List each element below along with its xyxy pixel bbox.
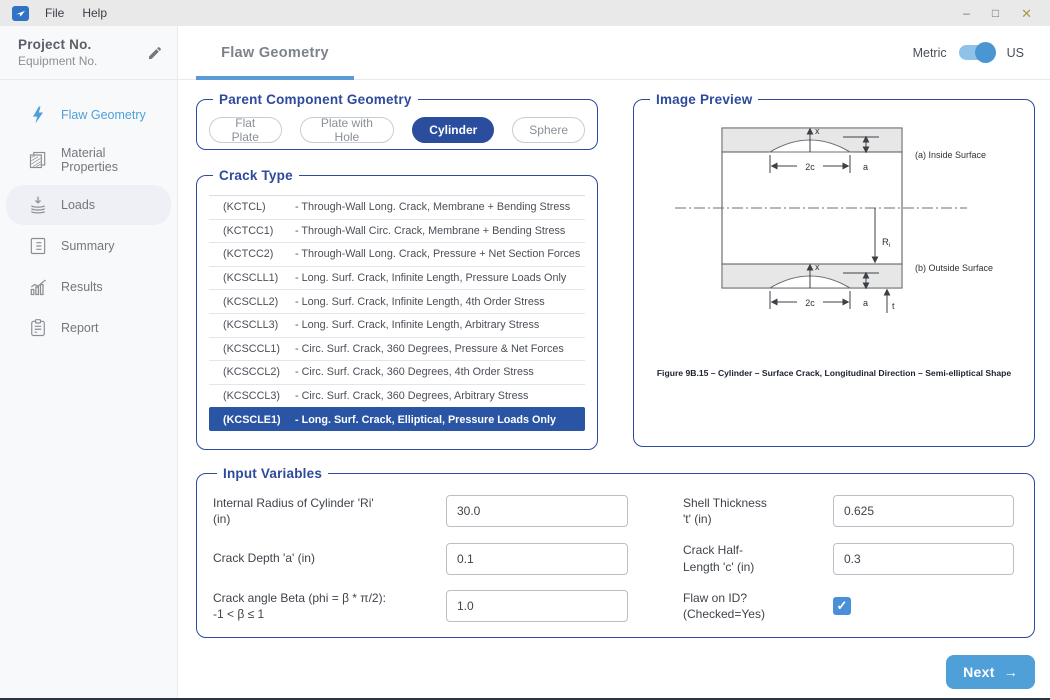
- flaw-on-id-checkbox[interactable]: ✓: [833, 597, 851, 615]
- titlebar: File Help – □ ✕: [0, 0, 1050, 26]
- geometry-option-sphere[interactable]: Sphere: [512, 117, 585, 143]
- section-legend: Image Preview: [650, 92, 758, 107]
- app-logo-icon: [12, 6, 29, 21]
- menu-file[interactable]: File: [43, 4, 66, 22]
- report-clipboard-icon: [28, 318, 48, 338]
- sidebar-item-label: Results: [61, 280, 103, 294]
- svg-text:2c: 2c: [805, 298, 815, 308]
- svg-text:(a) Inside Surface: (a) Inside Surface: [915, 150, 986, 160]
- internal-radius-input[interactable]: [446, 495, 628, 527]
- section-legend: Parent Component Geometry: [213, 92, 418, 107]
- us-label: US: [1007, 46, 1024, 60]
- parent-component-geometry-section: Parent Component Geometry Flat Plate Pla…: [196, 92, 598, 150]
- geometry-option-flat-plate[interactable]: Flat Plate: [209, 117, 282, 143]
- maximize-button[interactable]: □: [992, 7, 999, 19]
- main-header: Flaw Geometry Metric US: [178, 26, 1050, 80]
- sidebar-item-label: Material Properties: [61, 146, 161, 174]
- crack-half-length-label: Crack Half-Length 'c' (in): [683, 542, 778, 574]
- sidebar-item-label: Report: [61, 321, 99, 335]
- sidebar-item-label: Summary: [61, 239, 114, 253]
- project-block: Project No. Equipment No.: [0, 26, 177, 80]
- image-preview-section: Image Preview: [633, 92, 1035, 447]
- arrow-right-icon: →: [1004, 664, 1018, 680]
- crack-type-section: Crack Type (KCTCL)- Through-Wall Long. C…: [196, 168, 598, 450]
- crack-depth-input[interactable]: [446, 543, 628, 575]
- crack-type-row[interactable]: (KCSCLL3)- Long. Surf. Crack, Infinite L…: [209, 313, 585, 337]
- close-button[interactable]: ✕: [1021, 7, 1032, 20]
- svg-text:a: a: [863, 298, 868, 308]
- menu-help[interactable]: Help: [80, 4, 109, 22]
- svg-text:t: t: [892, 301, 895, 311]
- sidebar-nav: Flaw Geometry Material Properties Loads: [0, 80, 177, 349]
- crack-type-row[interactable]: (KCSCLL2)- Long. Surf. Crack, Infinite L…: [209, 289, 585, 313]
- geometry-option-cylinder[interactable]: Cylinder: [412, 117, 494, 143]
- results-chart-icon: [28, 277, 48, 297]
- minimize-button[interactable]: –: [963, 7, 970, 19]
- section-legend: Input Variables: [217, 466, 328, 481]
- crack-type-list: (KCTCL)- Through-Wall Long. Crack, Membr…: [209, 195, 585, 431]
- material-icon: [28, 150, 48, 170]
- crack-type-row-selected[interactable]: (KCSCLE1)- Long. Surf. Crack, Elliptical…: [209, 407, 585, 431]
- sidebar-item-summary[interactable]: Summary: [6, 226, 171, 266]
- crack-type-row[interactable]: (KCSCCL1)- Circ. Surf. Crack, 360 Degree…: [209, 337, 585, 361]
- internal-radius-label: Internal Radius of Cylinder 'Ri' (in): [213, 495, 391, 527]
- crack-half-length-input[interactable]: [833, 543, 1014, 575]
- sidebar: Project No. Equipment No. Flaw Geometry: [0, 26, 178, 698]
- metric-label: Metric: [913, 46, 947, 60]
- crack-type-row[interactable]: (KCSCCL3)- Circ. Surf. Crack, 360 Degree…: [209, 384, 585, 408]
- crack-depth-label: Crack Depth 'a' (in): [213, 550, 391, 566]
- svg-text:(b) Outside Surface: (b) Outside Surface: [915, 263, 993, 273]
- unit-toggle-group: Metric US: [913, 45, 1024, 60]
- geometry-option-plate-with-hole[interactable]: Plate with Hole: [300, 117, 395, 143]
- crack-type-row[interactable]: (KCTCC1)- Through-Wall Circ. Crack, Memb…: [209, 219, 585, 243]
- input-variables-section: Input Variables Internal Radius of Cylin…: [196, 466, 1035, 638]
- section-legend: Crack Type: [213, 168, 299, 183]
- edit-pencil-icon[interactable]: [147, 45, 163, 61]
- sidebar-item-label: Flaw Geometry: [61, 108, 146, 122]
- toggle-knob: [975, 42, 996, 63]
- sidebar-item-material-properties[interactable]: Material Properties: [6, 136, 171, 184]
- sidebar-item-results[interactable]: Results: [6, 267, 171, 307]
- svg-text:x: x: [815, 262, 820, 272]
- crack-type-row[interactable]: (KCSCLL1)- Long. Surf. Crack, Infinite L…: [209, 266, 585, 290]
- svg-text:2c: 2c: [805, 162, 815, 172]
- tab-label: Flaw Geometry: [221, 45, 329, 61]
- flaw-on-id-label: Flaw on ID? (Checked=Yes): [683, 590, 778, 622]
- lightning-icon: [28, 105, 48, 125]
- crack-type-row[interactable]: (KCTCC2)- Through-Wall Long. Crack, Pres…: [209, 242, 585, 266]
- svg-text:x: x: [815, 126, 820, 136]
- shell-thickness-input[interactable]: [833, 495, 1014, 527]
- sidebar-item-flaw-geometry[interactable]: Flaw Geometry: [6, 95, 171, 135]
- sidebar-item-loads[interactable]: Loads: [6, 185, 171, 225]
- sidebar-item-label: Loads: [61, 198, 95, 212]
- tab-flaw-geometry[interactable]: Flaw Geometry: [196, 26, 354, 80]
- sidebar-item-report[interactable]: Report: [6, 308, 171, 348]
- crack-type-row[interactable]: (KCSCCL2)- Circ. Surf. Crack, 360 Degree…: [209, 360, 585, 384]
- summary-list-icon: [28, 236, 48, 256]
- flaw-geometry-diagram: x a 2c (a) Inside Surface: [647, 115, 1022, 350]
- next-button[interactable]: Next →: [946, 655, 1035, 689]
- project-number-label: Project No.: [18, 37, 97, 52]
- crack-angle-beta-label: Crack angle Beta (phi = β * π/2): -1 < β…: [213, 590, 391, 622]
- tab-active-indicator: [196, 76, 354, 80]
- crack-angle-beta-input[interactable]: [446, 590, 628, 622]
- svg-text:a: a: [863, 162, 868, 172]
- load-arrow-icon: [28, 195, 48, 215]
- shell-thickness-label: Shell Thickness 't' (in): [683, 495, 778, 527]
- unit-toggle-switch[interactable]: [959, 45, 995, 60]
- figure-caption: Figure 9B.15 – Cylinder – Surface Crack,…: [657, 368, 1011, 378]
- crack-type-row[interactable]: (KCTCL)- Through-Wall Long. Crack, Membr…: [209, 195, 585, 219]
- equipment-number-label: Equipment No.: [18, 54, 97, 68]
